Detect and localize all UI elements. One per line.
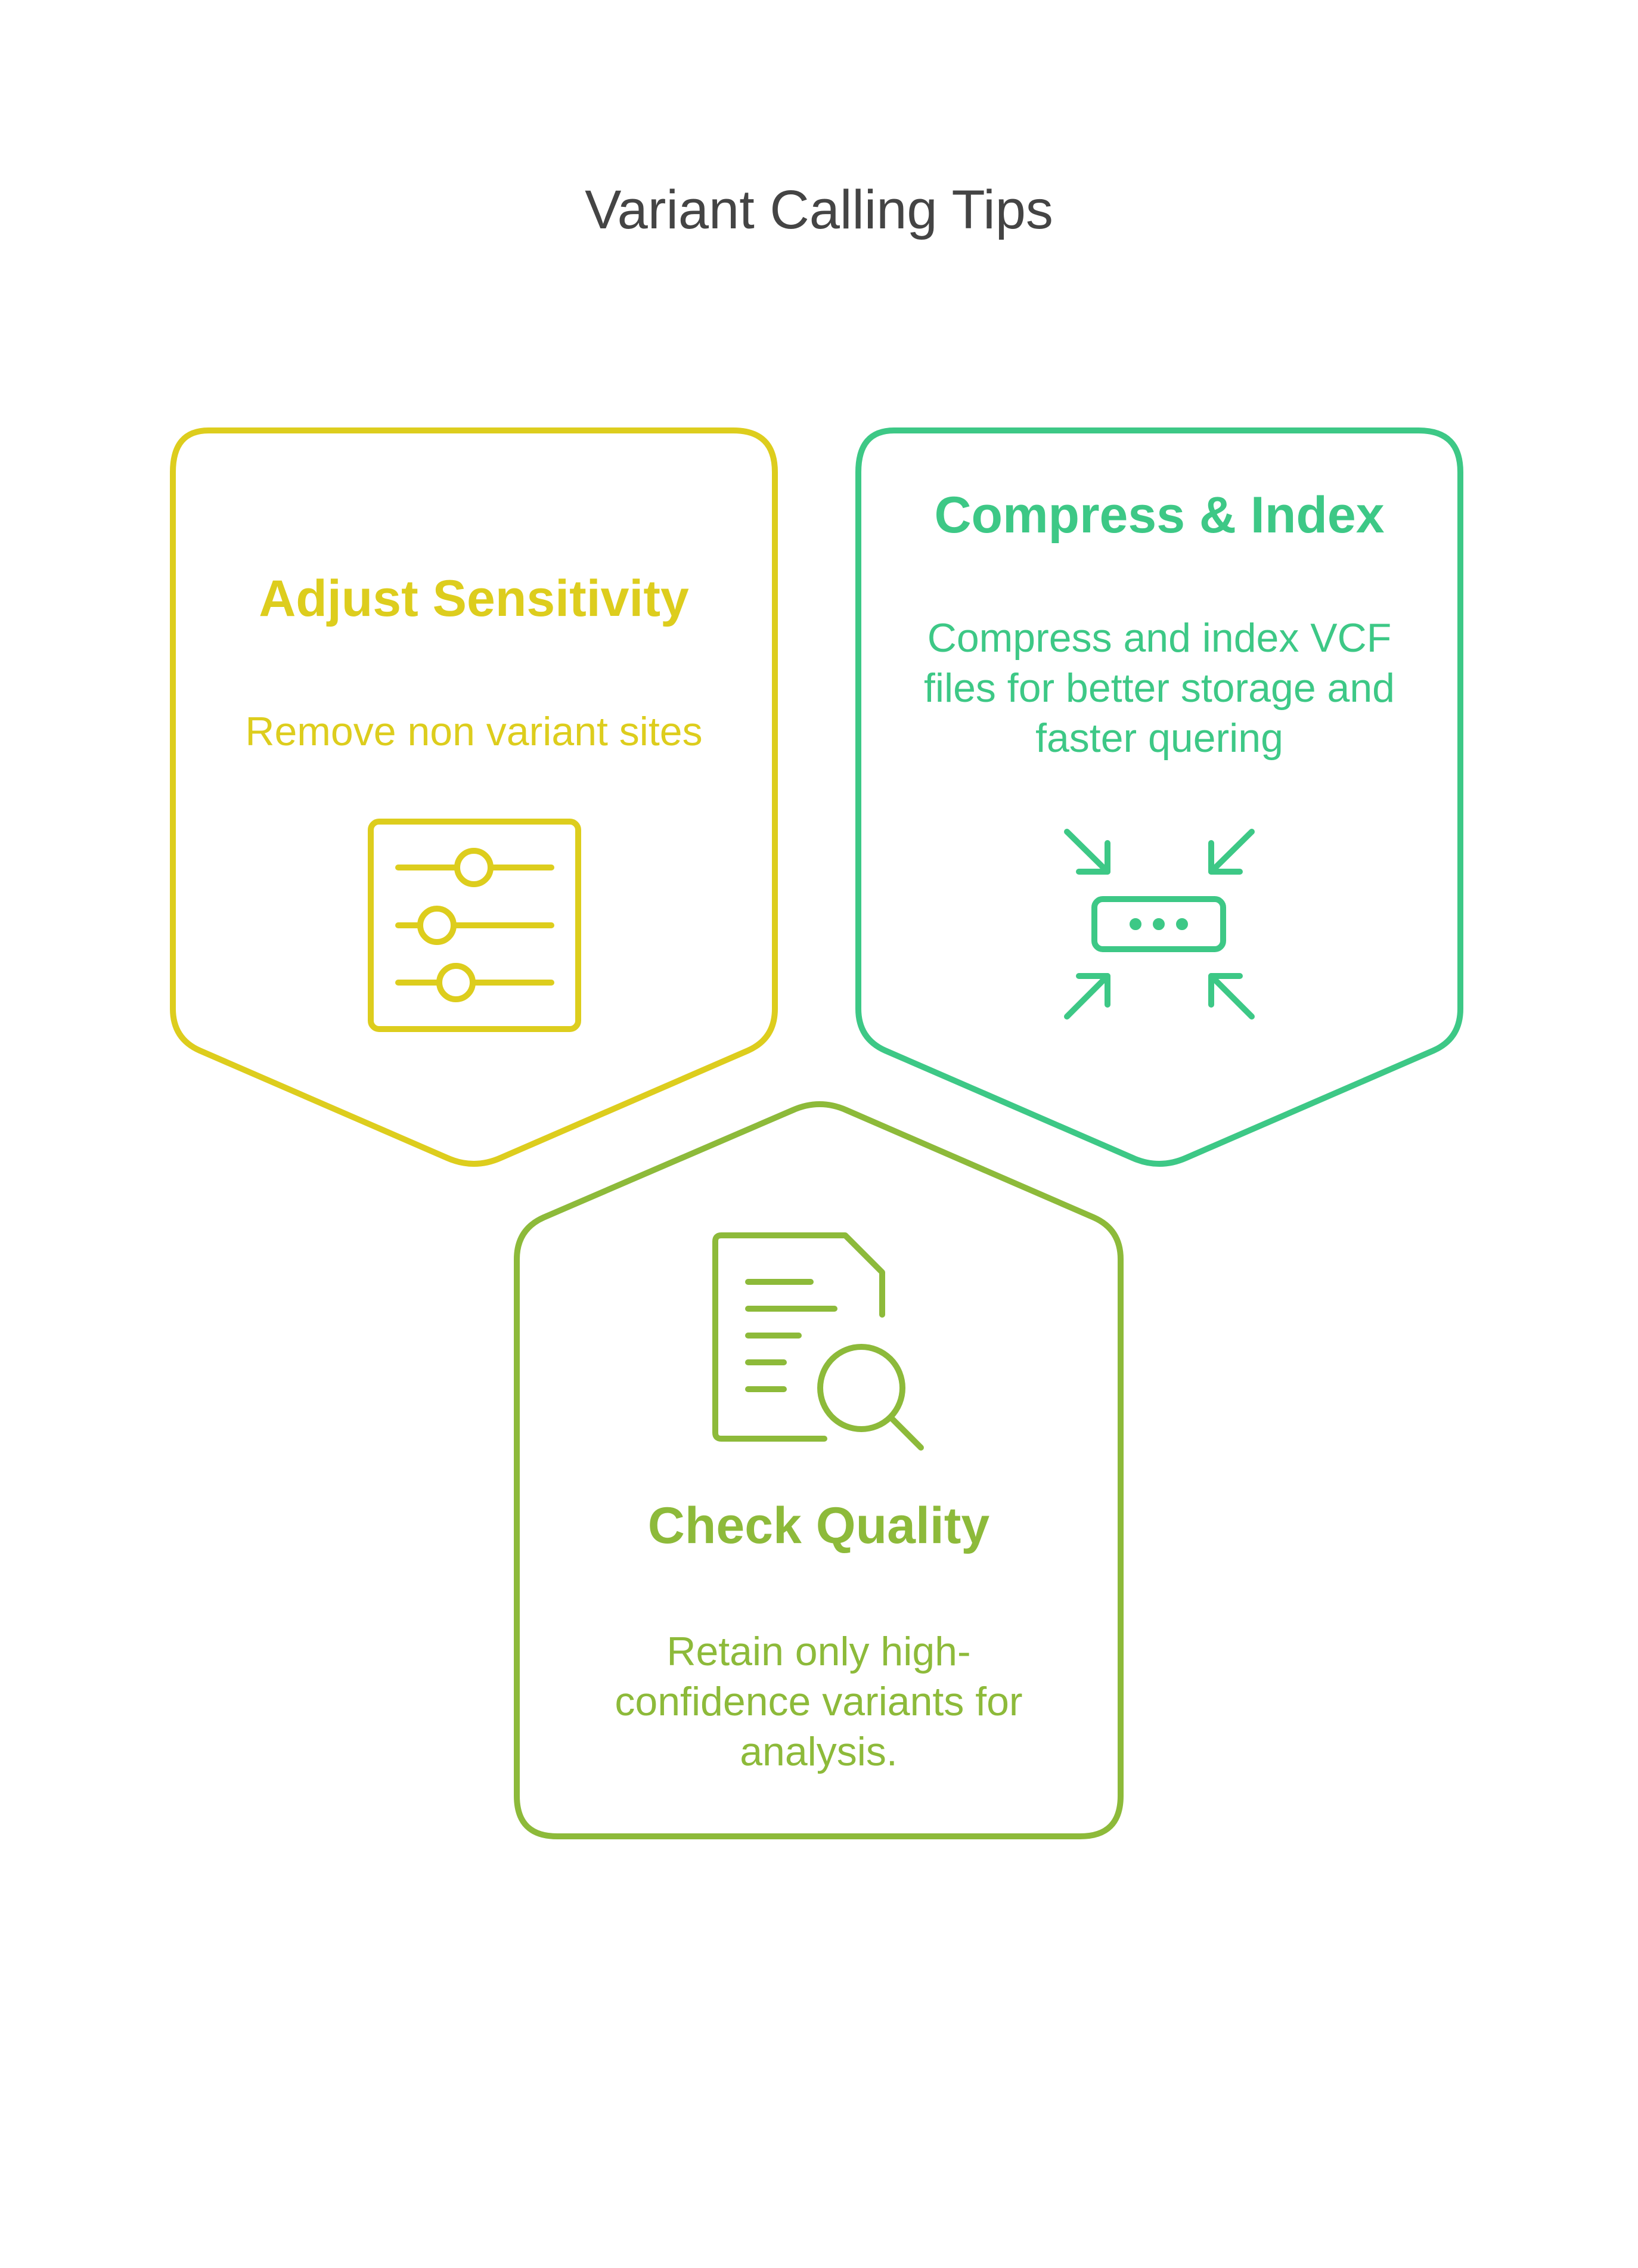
card-adjust-sensitivity-shape <box>170 427 778 1167</box>
document-search-icon <box>712 1232 924 1451</box>
page-title: Variant Calling Tips <box>585 179 1053 240</box>
description-line: files for better storage and <box>923 665 1395 711</box>
card-compress-index-title: Compress & Index <box>934 487 1385 544</box>
description-line: analysis. <box>740 1729 898 1774</box>
card-adjust-sensitivity-title: Adjust Sensitivity <box>259 570 689 627</box>
description-line: faster quering <box>1035 715 1283 761</box>
card-compress-index-description: Compress and index VCF files for better … <box>858 613 1460 763</box>
card-compress-index-shape <box>855 427 1463 1167</box>
description-line: Retain only high- <box>666 1629 971 1674</box>
card-check-quality-shape <box>514 1101 1124 1839</box>
compress-icon <box>1064 829 1255 1020</box>
description-line: Compress and index VCF <box>927 615 1392 661</box>
card-check-quality-description: Retain only high- confidence variants fo… <box>517 1626 1121 1777</box>
card-check-quality-title: Check Quality <box>647 1497 990 1554</box>
card-adjust-sensitivity-description: Remove non variant sites <box>245 709 703 754</box>
sliders-icon <box>368 819 581 1032</box>
description-line: confidence variants for <box>615 1679 1023 1724</box>
